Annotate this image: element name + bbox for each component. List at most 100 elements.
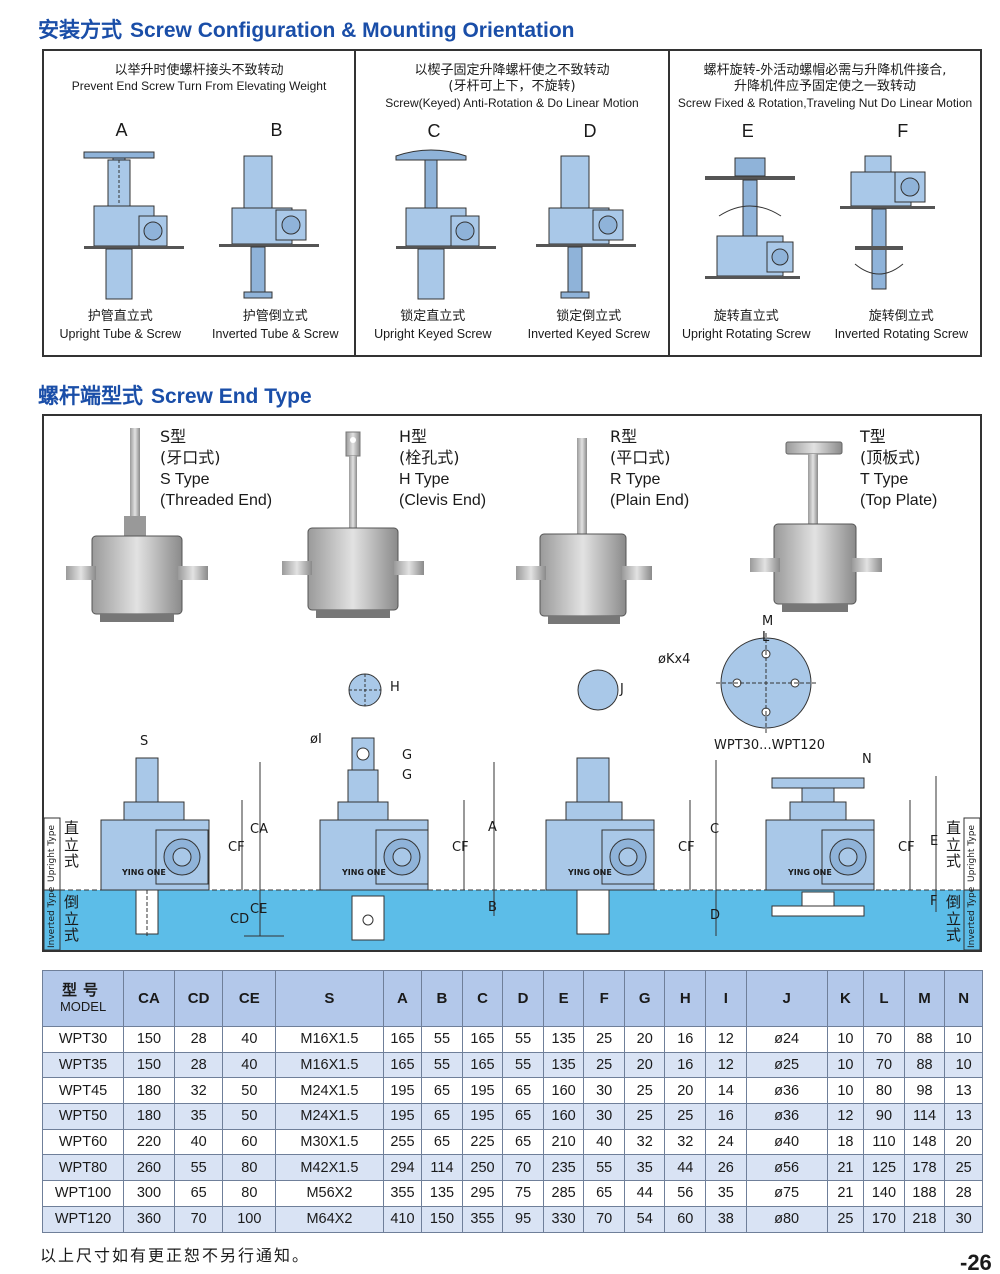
dim-label-c: C <box>710 822 720 837</box>
dim-label-a: A <box>488 820 497 835</box>
table-cell: 95 <box>502 1205 544 1233</box>
brand-label: YING ONE <box>788 868 832 877</box>
table-cell: 35 <box>705 1180 747 1207</box>
mounting-column-keyed: 以楔子固定升降螺杆使之不致转动 (牙杆可上下，不旋转) Screw(Keyed)… <box>356 51 670 355</box>
table-cell: 38 <box>705 1205 747 1233</box>
table-cell: M42X1.5 <box>275 1154 384 1182</box>
dim-label-j: J <box>620 682 624 697</box>
table-cell: 195 <box>382 1077 423 1105</box>
table-cell: 50 <box>222 1103 277 1130</box>
upright-label-en-right: Upright Type <box>967 825 977 882</box>
table-cell: M30X1.5 <box>275 1128 384 1156</box>
caption-cn-e: 旋转直立式 <box>713 309 779 324</box>
table-cell: M64X2 <box>275 1205 384 1233</box>
table-cell: 65 <box>173 1180 224 1207</box>
table-cell: 65 <box>421 1103 463 1130</box>
caption-en-e: Upright Rotating Screw <box>682 326 811 341</box>
dim-label-ce: CE <box>250 902 268 917</box>
dim-label-b: B <box>488 900 497 915</box>
caption-en-f: Inverted Rotating Screw <box>834 326 968 341</box>
table-cell: M16X1.5 <box>275 1051 384 1079</box>
photo-t-type <box>750 441 882 612</box>
table-cell: 16 <box>705 1103 747 1130</box>
table-cell: 235 <box>542 1154 585 1182</box>
table-cell: 165 <box>382 1051 423 1079</box>
table-cell: 20 <box>944 1128 983 1156</box>
table-cell: 160 <box>542 1103 585 1130</box>
table-cell: 80 <box>222 1180 277 1207</box>
table-cell: 300 <box>123 1180 175 1207</box>
table-cell: 40 <box>173 1128 224 1156</box>
table-cell: 88 <box>903 1051 946 1079</box>
table-cell: 44 <box>623 1180 666 1207</box>
table-cell: 114 <box>903 1103 946 1130</box>
table-cell: 12 <box>826 1103 865 1130</box>
column-heading-cn: 以举升时使螺杆接头不致转动 <box>114 63 284 78</box>
table-cell: 21 <box>826 1154 865 1182</box>
header-s: S <box>275 970 384 1027</box>
table-cell: 32 <box>173 1077 224 1105</box>
column-heading-en: Screw(Keyed) Anti-Rotation & Do Linear M… <box>385 95 639 110</box>
table-cell: 55 <box>173 1154 224 1182</box>
dim-label-n: N <box>862 752 872 767</box>
table-cell: 170 <box>863 1205 905 1233</box>
header-ca: CA <box>123 970 175 1027</box>
column-heading-cn-sub: (牙杆可上下，不旋转) <box>448 79 576 95</box>
table-cell: ø36 <box>745 1103 828 1130</box>
caption-cn-d: 锁定倒立式 <box>556 309 622 324</box>
table-header-row: 型号 MODEL CA CD CE S A B C D E F G H I J … <box>41 970 983 1027</box>
header-n: N <box>944 970 983 1027</box>
config-letter-e: E <box>741 120 754 141</box>
table-cell: 65 <box>502 1103 544 1130</box>
header-e: E <box>542 970 585 1027</box>
table-cell: 410 <box>382 1205 423 1233</box>
dimension-lines <box>241 760 937 937</box>
table-cell: 32 <box>664 1128 707 1156</box>
header-a: A <box>382 970 423 1027</box>
table-cell: 160 <box>542 1077 585 1105</box>
table-cell: 35 <box>623 1154 666 1182</box>
table-cell: 180 <box>123 1103 175 1130</box>
upright-label-cn-left: 直立式 <box>64 819 80 870</box>
type-label-r: R型 (平口式) R Type (Plain End) <box>610 427 690 509</box>
table-cell-model: WPT50 <box>41 1103 125 1130</box>
table-cell: 12 <box>705 1026 747 1053</box>
header-k: K <box>826 970 865 1027</box>
jack-figure-e <box>705 157 800 279</box>
header-c: C <box>461 970 504 1027</box>
table-cell: 125 <box>863 1154 905 1182</box>
inverted-label-en-left: Inverted Type <box>47 886 57 948</box>
table-cell: 65 <box>421 1077 463 1105</box>
dim-label-e: E <box>930 834 939 849</box>
table-cell: 30 <box>944 1205 983 1233</box>
dim-label-cf: CF <box>228 840 245 855</box>
table-cell: 148 <box>903 1128 946 1156</box>
type-label-t: T型 (顶板式) T Type (Top Plate) <box>860 427 938 509</box>
table-cell: 25 <box>583 1051 625 1079</box>
table-cell: 25 <box>623 1103 666 1130</box>
caption-en-a: Upright Tube & Screw <box>59 326 182 341</box>
type-label-h: H型 (栓孔式) H Type (Clevis End) <box>399 427 487 509</box>
dim-label-i: øI <box>310 732 322 747</box>
header-d: D <box>502 970 544 1027</box>
table-cell: ø25 <box>745 1051 828 1079</box>
drawing-h-type <box>319 673 429 941</box>
inverted-label-cn-right: 倒立式 <box>946 893 962 944</box>
inverted-label-cn-left: 倒立式 <box>64 893 80 944</box>
table-cell: 26 <box>705 1154 747 1182</box>
table-cell: 20 <box>623 1026 666 1053</box>
table-cell: 50 <box>222 1077 277 1105</box>
table-cell: 220 <box>123 1128 175 1156</box>
table-cell: 28 <box>173 1026 224 1053</box>
caption-cn-b: 护管倒立式 <box>242 309 308 324</box>
dim-label-d: D <box>710 908 721 923</box>
table-cell: 250 <box>461 1154 504 1182</box>
column-heading-cn: 螺杆旋转-外活动螺帽必需与升降机件接合, <box>703 63 947 78</box>
table-cell: 150 <box>421 1205 463 1233</box>
dim-label-m: M <box>762 614 774 629</box>
config-letter-d: D <box>583 120 597 141</box>
table-cell: 80 <box>863 1077 905 1105</box>
table-cell: 40 <box>222 1051 277 1079</box>
